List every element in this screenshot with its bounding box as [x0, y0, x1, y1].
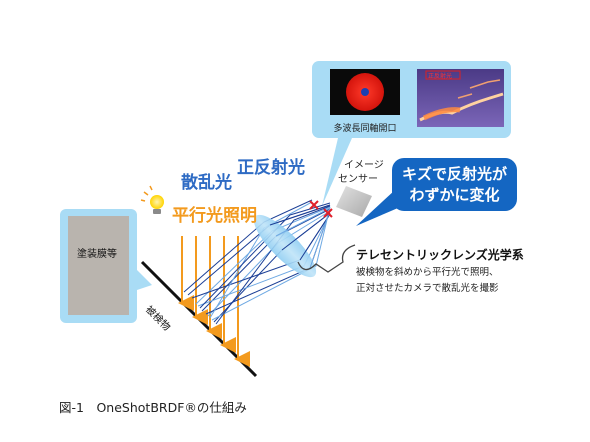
inset-caption: 多波長同軸開口: [333, 122, 396, 134]
specular-light-label: 正反射光: [237, 158, 305, 178]
parallel-illumination-label: 平行光照明: [172, 206, 257, 226]
system-description-2: 正対させたカメラで散乱光を撮影: [356, 283, 499, 294]
image-sensor-label-2: センサー: [338, 174, 378, 185]
telecentric-lens: [253, 214, 317, 278]
aperture-image: [330, 69, 400, 115]
rays-through-lens: [269, 204, 331, 269]
callout-text-line-1: キズで反射光が: [401, 165, 507, 183]
specular-photo: 正反射光: [417, 69, 504, 127]
callout-bubble: [356, 158, 517, 226]
image-sensor: [336, 186, 372, 217]
callout-text-line-2: わずかに変化: [409, 186, 500, 204]
parallel-illumination-arrows: [178, 236, 250, 367]
system-title: テレセントリックレンズ光学系: [356, 248, 524, 262]
system-description-1: 被検物を斜めから平行光で照明、: [356, 267, 499, 278]
scatter-light-label: 散乱光: [181, 173, 232, 193]
aperture-cross-marks: [309, 200, 333, 218]
sample-label: 塗装膜等: [77, 249, 117, 260]
inset-photo-label: 正反射光: [428, 72, 452, 80]
system-bracket: [297, 244, 356, 273]
figure-caption: 図-1 OneShotBRDF®の仕組み: [59, 400, 247, 415]
sample-panel: [60, 209, 152, 323]
image-sensor-label-1: イメージ: [344, 160, 384, 171]
lightbulb-icon: [140, 185, 164, 214]
inset-panel: 正反射光 多波長同軸開口: [312, 61, 511, 206]
